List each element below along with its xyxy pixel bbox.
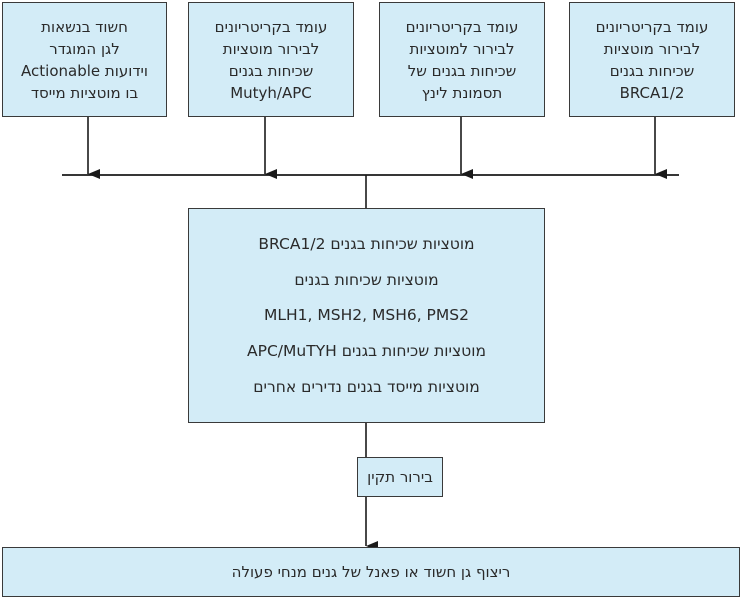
mutation-line: מוטציות שכיחות בגנים BRCA1/2 [258,234,475,253]
normal-result-label: בירור תקין [367,468,433,486]
criteria-box-founder-mutation: חשוד בנשאות לגן המוגדר Actionable וידועו… [2,2,167,117]
box-line: לגן המוגדר [49,39,120,58]
criteria-box-lynch: עומד בקריטריונים לבירור למוטציות שכיחות … [379,2,545,117]
mutation-line: MLH1, MSH2, MSH6, PMS2 [264,306,469,325]
box-line: שכיחות בגנים [228,61,314,80]
mutation-line: מוטציות מייסד בגנים נדירים אחרים [253,378,480,397]
box-line: עומד בקריטריונים [595,17,709,36]
box-line: עומד בקריטריונים [214,17,328,36]
box-line: חשוד בנשאות [41,17,128,36]
box-line: BRCA1/2 [619,83,685,102]
box-line: Actionable וידועות [21,61,148,80]
box-line: בו מוטציות מייסד [30,83,139,102]
mutation-line: מוטציות שכיחות בגנים [294,270,439,289]
box-line: שכיחות בגנים [609,61,695,80]
sequencing-label: ריצוף גן חשוד או פאנל של גנים מנחי פעולה [231,563,511,581]
criteria-box-brca: עומד בקריטריונים לבירור מוטציות שכיחות ב… [569,2,735,117]
criteria-box-mutyh-apc: עומד בקריטריונים לבירור מוטציות שכיחות ב… [188,2,354,117]
sequencing-box: ריצוף גן חשוד או פאנל של גנים מנחי פעולה [2,547,740,597]
box-line: עומד בקריטריונים [405,17,519,36]
box-line: תסמונת לינץ [421,83,503,102]
box-line: שכיחות בגנים של [407,61,517,80]
box-line: לבירור מוטציות [222,39,320,58]
box-line: לבירור מוטציות [603,39,701,58]
box-line: לבירור למוטציות [409,39,515,58]
common-mutations-box: מוטציות שכיחות בגנים BRCA1/2 מוטציות שכי… [188,208,545,423]
box-line: Mutyh/APC [230,83,312,102]
normal-result-box: בירור תקין [357,457,443,497]
mutation-line: מוטציות שכיחות בגנים APC/MuTYH [247,342,486,361]
